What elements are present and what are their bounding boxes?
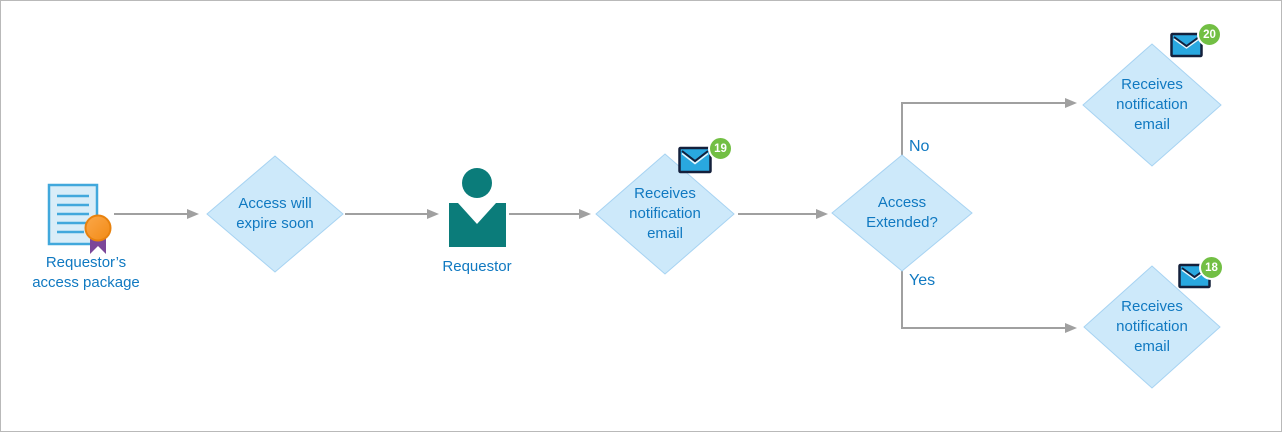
- seal-circle: [84, 214, 112, 242]
- notification-email-label-line2: notification: [629, 205, 701, 222]
- notification-email-yes-label-line1: Receives: [1121, 298, 1183, 315]
- access-extended-label: Access Extended?: [832, 193, 972, 233]
- person-icon: [449, 168, 506, 247]
- requestor-label: Requestor: [417, 257, 537, 277]
- expire-soon-label: Access will expire soon: [205, 194, 345, 234]
- no-branch-label: No: [909, 138, 930, 155]
- notification-email-yes-label: Receives notification email: [1092, 297, 1212, 357]
- expire-soon-label-line1: Access will: [238, 195, 312, 212]
- notification-email-label: Receives notification email: [605, 184, 725, 244]
- connector-decision-yes-arrow: [901, 271, 1077, 333]
- email-count-badge-19: 19: [708, 136, 733, 161]
- notification-email-label-line1: Receives: [634, 185, 696, 202]
- notification-email-no-label-line3: email: [1134, 116, 1170, 133]
- expire-soon-label-line2: expire soon: [236, 215, 314, 232]
- email-icon-19: [678, 146, 712, 174]
- email-count-badge-18: 18: [1199, 255, 1224, 280]
- access-extended-label-line1: Access: [877, 194, 927, 211]
- certificate-document-icon: [47, 183, 112, 254]
- notification-email-no-label-line1: Receives: [1121, 76, 1183, 93]
- notification-email-no-diamond: [1082, 43, 1222, 167]
- requestor-label-text: Requestor: [442, 258, 512, 275]
- connector-decision-no-arrow: [901, 98, 1077, 155]
- notification-email-yes-label-line3: email: [1134, 338, 1170, 355]
- notification-email-yes-diamond: [1083, 265, 1221, 389]
- email-icon-20: [1170, 32, 1203, 58]
- access-package-label: Requestor’s access package: [11, 253, 161, 293]
- access-extended-label-line2: Extended?: [866, 214, 938, 231]
- access-package-label-line1: Requestor’s: [45, 254, 127, 271]
- email-count-badge-20: 20: [1197, 22, 1222, 47]
- notification-email-yes-label-line2: notification: [1116, 318, 1188, 335]
- notification-email-no-label: Receives notification email: [1092, 75, 1212, 135]
- yes-branch-label: Yes: [909, 272, 936, 289]
- access-package-label-line2: access package: [32, 274, 140, 291]
- notification-email-label-line3: email: [647, 225, 683, 242]
- access-extended-diamond: [831, 154, 973, 272]
- expire-soon-diamond: [206, 155, 344, 273]
- notification-email-diamond: [595, 153, 735, 275]
- notification-email-no-label-line2: notification: [1116, 96, 1188, 113]
